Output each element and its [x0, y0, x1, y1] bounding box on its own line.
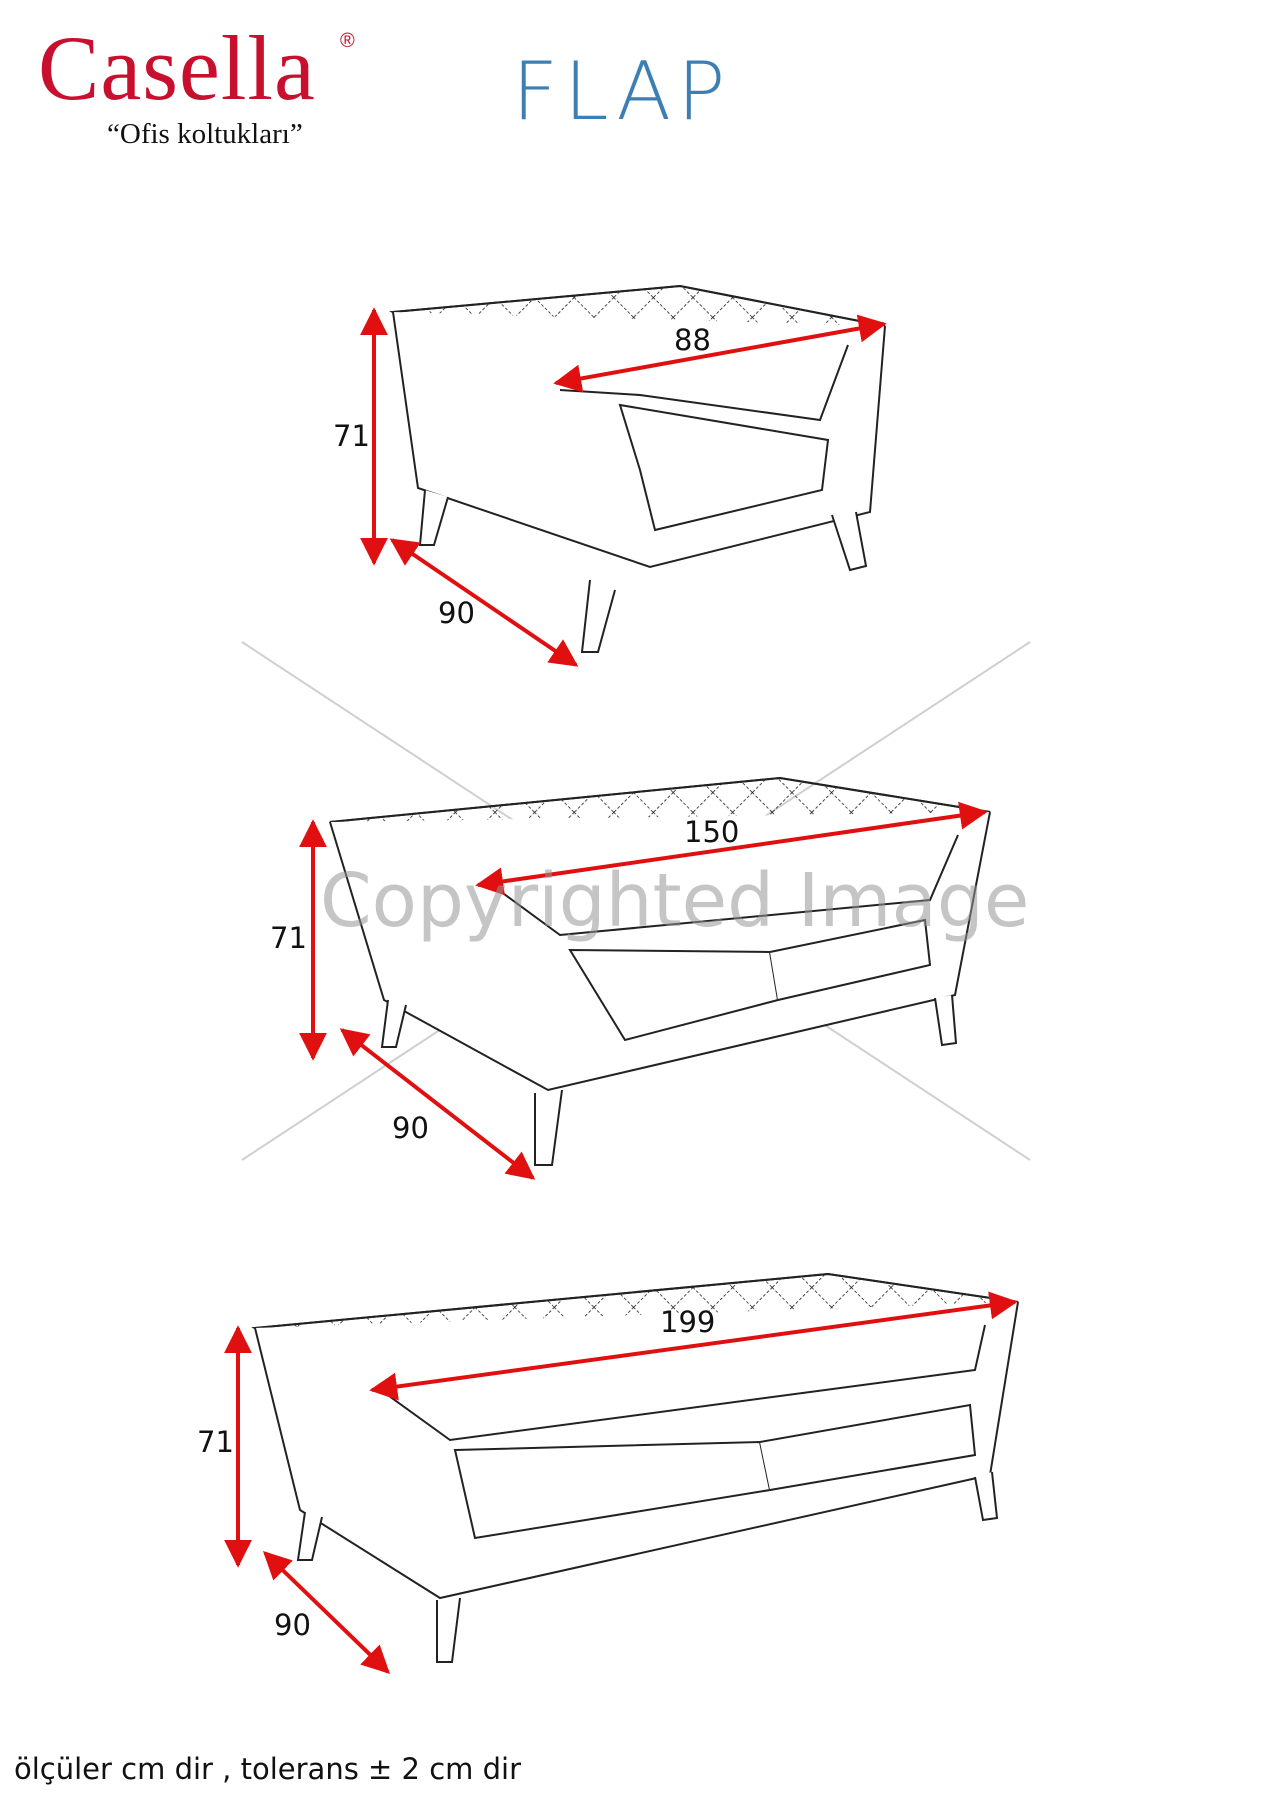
- two-seater-drawing: [329, 776, 991, 1166]
- three-seater-depth-label: 90: [274, 1608, 311, 1642]
- armchair-depth-arrow: [389, 538, 579, 667]
- brand-tagline: “Ofis koltukları”: [107, 118, 303, 150]
- copyright-watermark: Copyrighted Image: [320, 858, 1030, 944]
- armchair-width-label: 88: [674, 323, 711, 357]
- two-seater-depth-label: 90: [392, 1111, 429, 1145]
- two-seater-width-arrow: [475, 801, 988, 896]
- three-seater-width-arrow: [369, 1291, 1018, 1401]
- two-seater-height-label: 71: [270, 921, 307, 955]
- two-seater-depth-arrow: [339, 1028, 536, 1180]
- armchair-height-label: 71: [333, 419, 370, 453]
- armchair-dimensions: 88 71 90: [333, 307, 887, 667]
- two-seater-width-label: 150: [684, 815, 739, 849]
- tolerance-note: ölçüler cm dir , tolerans ± 2 cm dir: [14, 1752, 522, 1786]
- armchair-depth-label: 90: [438, 596, 475, 630]
- three-seater-dimensions: 199 71 90: [197, 1291, 1018, 1674]
- three-seater-width-label: 199: [660, 1305, 715, 1339]
- three-seater-drawing: [251, 1272, 1019, 1663]
- registered-mark: ®: [340, 30, 355, 52]
- brand-logo-text: Casella: [38, 17, 316, 119]
- armchair-width-arrow: [553, 314, 887, 393]
- product-title: FLAP: [512, 45, 732, 138]
- two-seater-dimensions: 150 71 90: [270, 801, 988, 1180]
- three-seater-height-label: 71: [197, 1425, 234, 1459]
- three-seater-depth-arrow: [262, 1551, 391, 1674]
